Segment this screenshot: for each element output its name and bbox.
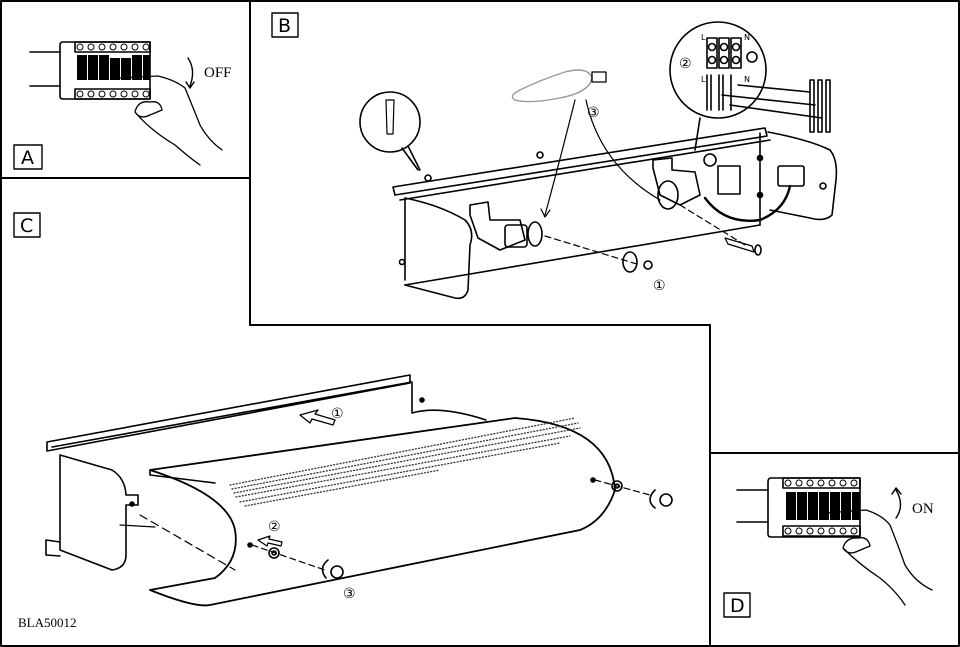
document-code: BLA50012: [18, 615, 77, 630]
panel-d: [723, 477, 933, 618]
panel-a: [13, 41, 223, 170]
off-label: OFF: [204, 65, 232, 81]
breaker-box-icon: [29, 41, 151, 100]
on-label: ON: [912, 501, 934, 517]
terminal-label-n-top: N: [744, 33, 750, 42]
screw-icon: [622, 237, 762, 273]
hand-icon: [825, 509, 933, 606]
rotate-down-arrow-icon: [187, 57, 194, 87]
panel-c-label: C: [20, 215, 33, 237]
light-bulb-icon: [511, 69, 607, 103]
ground-symbol-icon: [746, 51, 758, 63]
terminal-block-callout: [669, 21, 831, 151]
step-2-label: ②: [679, 56, 692, 72]
panel-d-label-box: [723, 592, 751, 618]
panel-b-label: B: [278, 15, 291, 37]
terminal-label-l-top: L: [701, 33, 706, 42]
terminal-label-l-bottom: L: [701, 75, 706, 84]
panel-b: [271, 12, 838, 300]
wall-plug-callout: [359, 91, 421, 171]
panel-a-label-box: [13, 144, 43, 170]
screw-icon: [611, 480, 673, 509]
step-1-label: ①: [331, 406, 344, 422]
panel-b-label-box: [271, 12, 299, 38]
perforation-pattern: [229, 417, 581, 507]
lamp-holder-right: [652, 153, 805, 222]
screw-icon: [268, 547, 344, 579]
rotate-up-arrow-icon: [895, 489, 902, 519]
step-3-label: ③: [587, 105, 600, 121]
breaker-box-icon: [736, 477, 861, 538]
mounting-bracket: [392, 127, 838, 300]
step-3-label: ③: [343, 586, 356, 602]
panel-a-label: A: [21, 147, 34, 169]
panel-c: [13, 212, 673, 607]
push-arrow-icon: [257, 535, 283, 547]
bulb-path-arrow: [544, 99, 576, 216]
screw-axis-line: [544, 235, 641, 266]
rail: [46, 374, 413, 452]
left-bracket: [59, 454, 139, 571]
lamp-shade: [119, 417, 616, 607]
panel-c-label-box: [13, 212, 41, 238]
hand-icon: [119, 75, 223, 166]
step-1-label: ①: [653, 278, 666, 294]
terminal-label-n-bottom: N: [744, 75, 750, 84]
lamp-holder-left: [469, 201, 543, 251]
slide-arrow-icon: [299, 409, 336, 426]
step-2-label: ②: [268, 519, 281, 535]
panel-d-label: D: [730, 595, 745, 617]
